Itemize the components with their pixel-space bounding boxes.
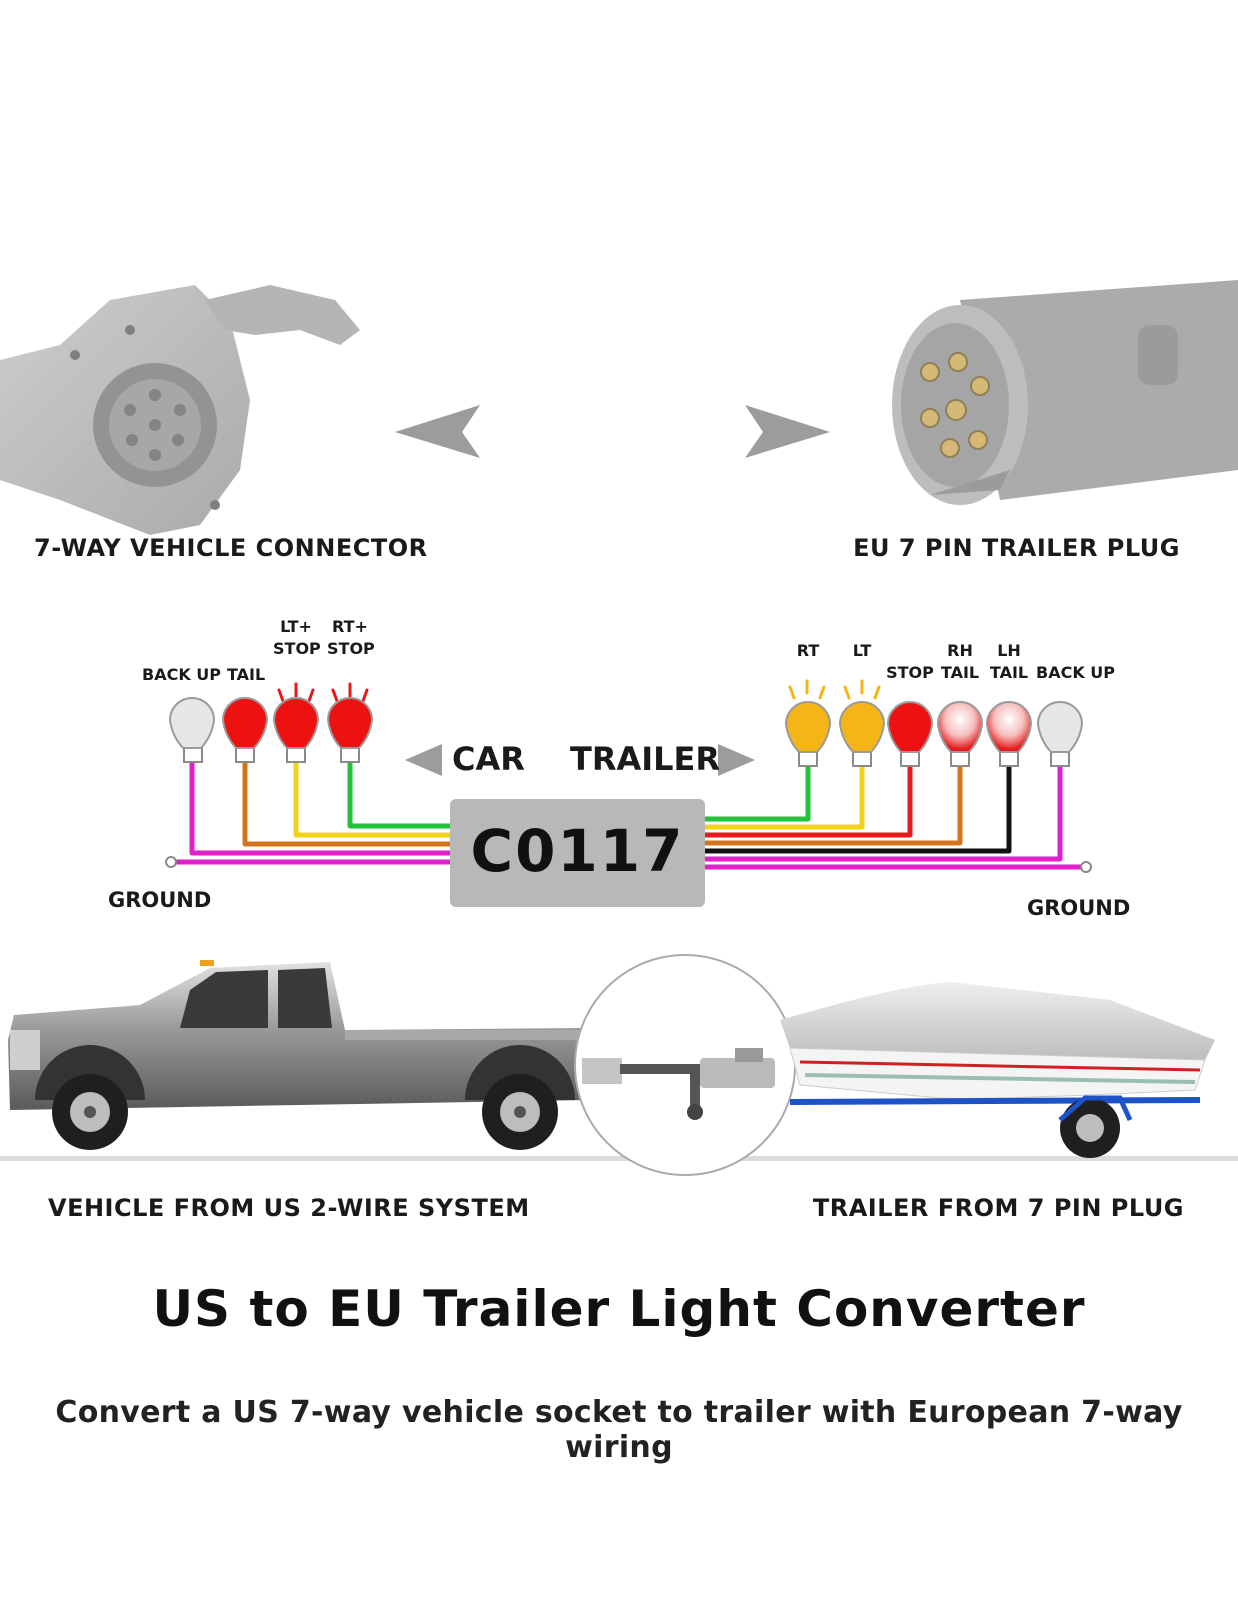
pickup-truck-image <box>8 960 588 1150</box>
arrow-right-icon <box>745 405 830 458</box>
trailer-bulb-label-lh-tail: TAIL <box>989 663 1029 682</box>
trailer-bulb-label-rh: RH <box>947 641 973 660</box>
ground-line <box>0 1156 1238 1161</box>
trailer-bulb-5 <box>1036 701 1084 753</box>
car-bulb-label-rt-top: RT+ <box>332 617 368 636</box>
car-bulb-3 <box>326 697 374 749</box>
page-title: US to EU Trailer Light Converter <box>152 1280 1086 1338</box>
bulb-rays <box>277 679 881 703</box>
trailer-bulb-0 <box>784 701 832 753</box>
car-direction-label: CAR <box>452 740 525 778</box>
trailer-plug-label: EU 7 PIN TRAILER PLUG <box>853 534 1180 562</box>
car-bulb-0 <box>168 697 216 749</box>
page-subtitle: Convert a US 7-way vehicle socket to tra… <box>55 1395 1183 1465</box>
bulb-bases <box>183 747 1070 767</box>
car-bulb-label-rt-stop: STOP <box>327 639 375 658</box>
trailer-bulb-2 <box>886 701 934 753</box>
car-direction-arrow-icon <box>405 744 442 776</box>
trailer-bulb-4 <box>985 701 1033 753</box>
car-ground-label: GROUND <box>108 888 212 912</box>
trailer-caption: TRAILER FROM 7 PIN PLUG <box>812 1194 1184 1222</box>
car-bulb-label-backup: BACK UP <box>142 665 222 684</box>
trailer-bulb-1 <box>838 701 886 753</box>
trailer-bulb-label-backup: BACK UP <box>1036 663 1116 682</box>
trailer-direction-arrow-icon <box>718 744 755 776</box>
converter-model-label: C0117 <box>470 817 685 885</box>
us-7-way-connector-image <box>0 285 360 535</box>
trailer-bulb-label-lh: LH <box>997 641 1021 660</box>
trailer-bulb-label-lt: LT <box>852 641 872 660</box>
trailer-bulb-label-stop: STOP <box>886 663 934 682</box>
trailer-bulb-label-rt: RT <box>796 641 820 660</box>
trailer-bulb-label-rh-tail: TAIL <box>940 663 980 682</box>
vehicle-connector-label: 7-WAY VEHICLE CONNECTOR <box>34 534 428 562</box>
arrow-left-icon <box>395 405 480 458</box>
car-bulb-label-lt-top: LT+ <box>280 617 312 636</box>
car-bulb-label-tail: TAIL <box>227 665 266 684</box>
car-bulb-1 <box>221 697 269 749</box>
trailer-bulb-3 <box>936 701 984 753</box>
trailer-wires <box>705 766 1092 873</box>
eu-7-pin-plug-image <box>892 280 1238 505</box>
converter-box <box>450 799 705 907</box>
boat-trailer-image <box>780 982 1215 1158</box>
car-bulb-2 <box>272 697 320 749</box>
car-bulb-label-lt-stop: STOP <box>273 639 321 658</box>
vehicle-caption: VEHICLE FROM US 2-WIRE SYSTEM <box>48 1194 530 1222</box>
trailer-ground-label: GROUND <box>1027 896 1131 920</box>
car-wires <box>165 762 450 868</box>
trailer-direction-label: TRAILER <box>570 740 721 778</box>
